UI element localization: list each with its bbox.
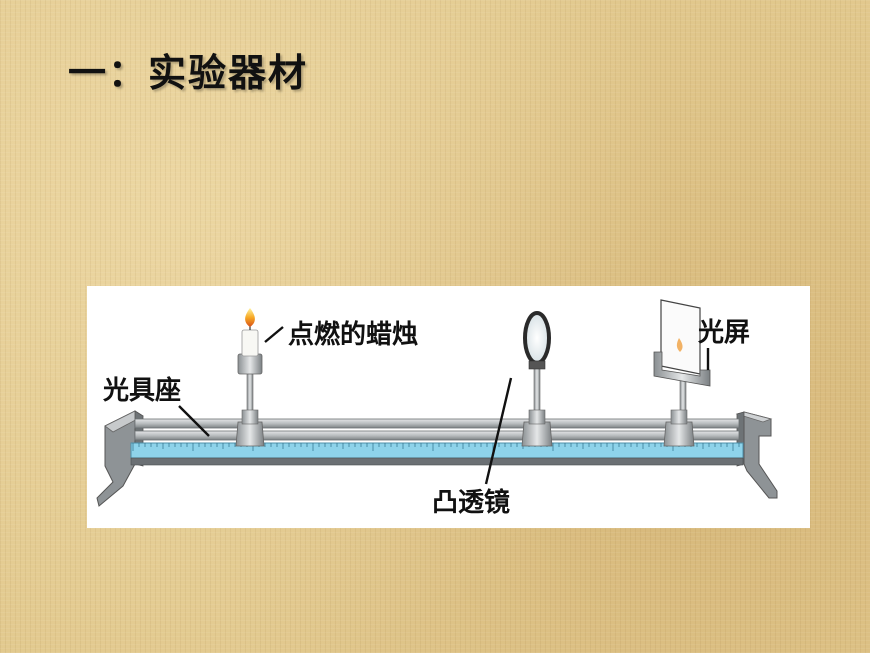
label-bench: 光具座 [103, 376, 182, 406]
candle-pointer [264, 326, 284, 343]
screen-assembly [653, 299, 711, 447]
lens-pointer [484, 377, 513, 485]
label-lens: 凸透镜 [432, 488, 511, 518]
convex-lens [523, 311, 551, 365]
lens-assembly [521, 311, 553, 447]
label-screen: 光屏 [698, 318, 751, 348]
bench-pointer [178, 405, 210, 437]
slide-title: 一：实验器材 [68, 51, 309, 95]
bench-rails [134, 418, 740, 441]
candle-assembly [235, 308, 265, 447]
pointer-lines [178, 326, 710, 485]
label-candle: 点燃的蜡烛 [288, 320, 419, 350]
screen-image [676, 338, 683, 352]
apparatus-diagram: 点燃的蜡烛 光屏 光具座 凸透镜 [87, 286, 810, 528]
candle-flame [245, 308, 255, 327]
ruler-scale [130, 442, 744, 466]
light-screen [660, 299, 701, 375]
optical-bench-illustration [96, 299, 778, 507]
